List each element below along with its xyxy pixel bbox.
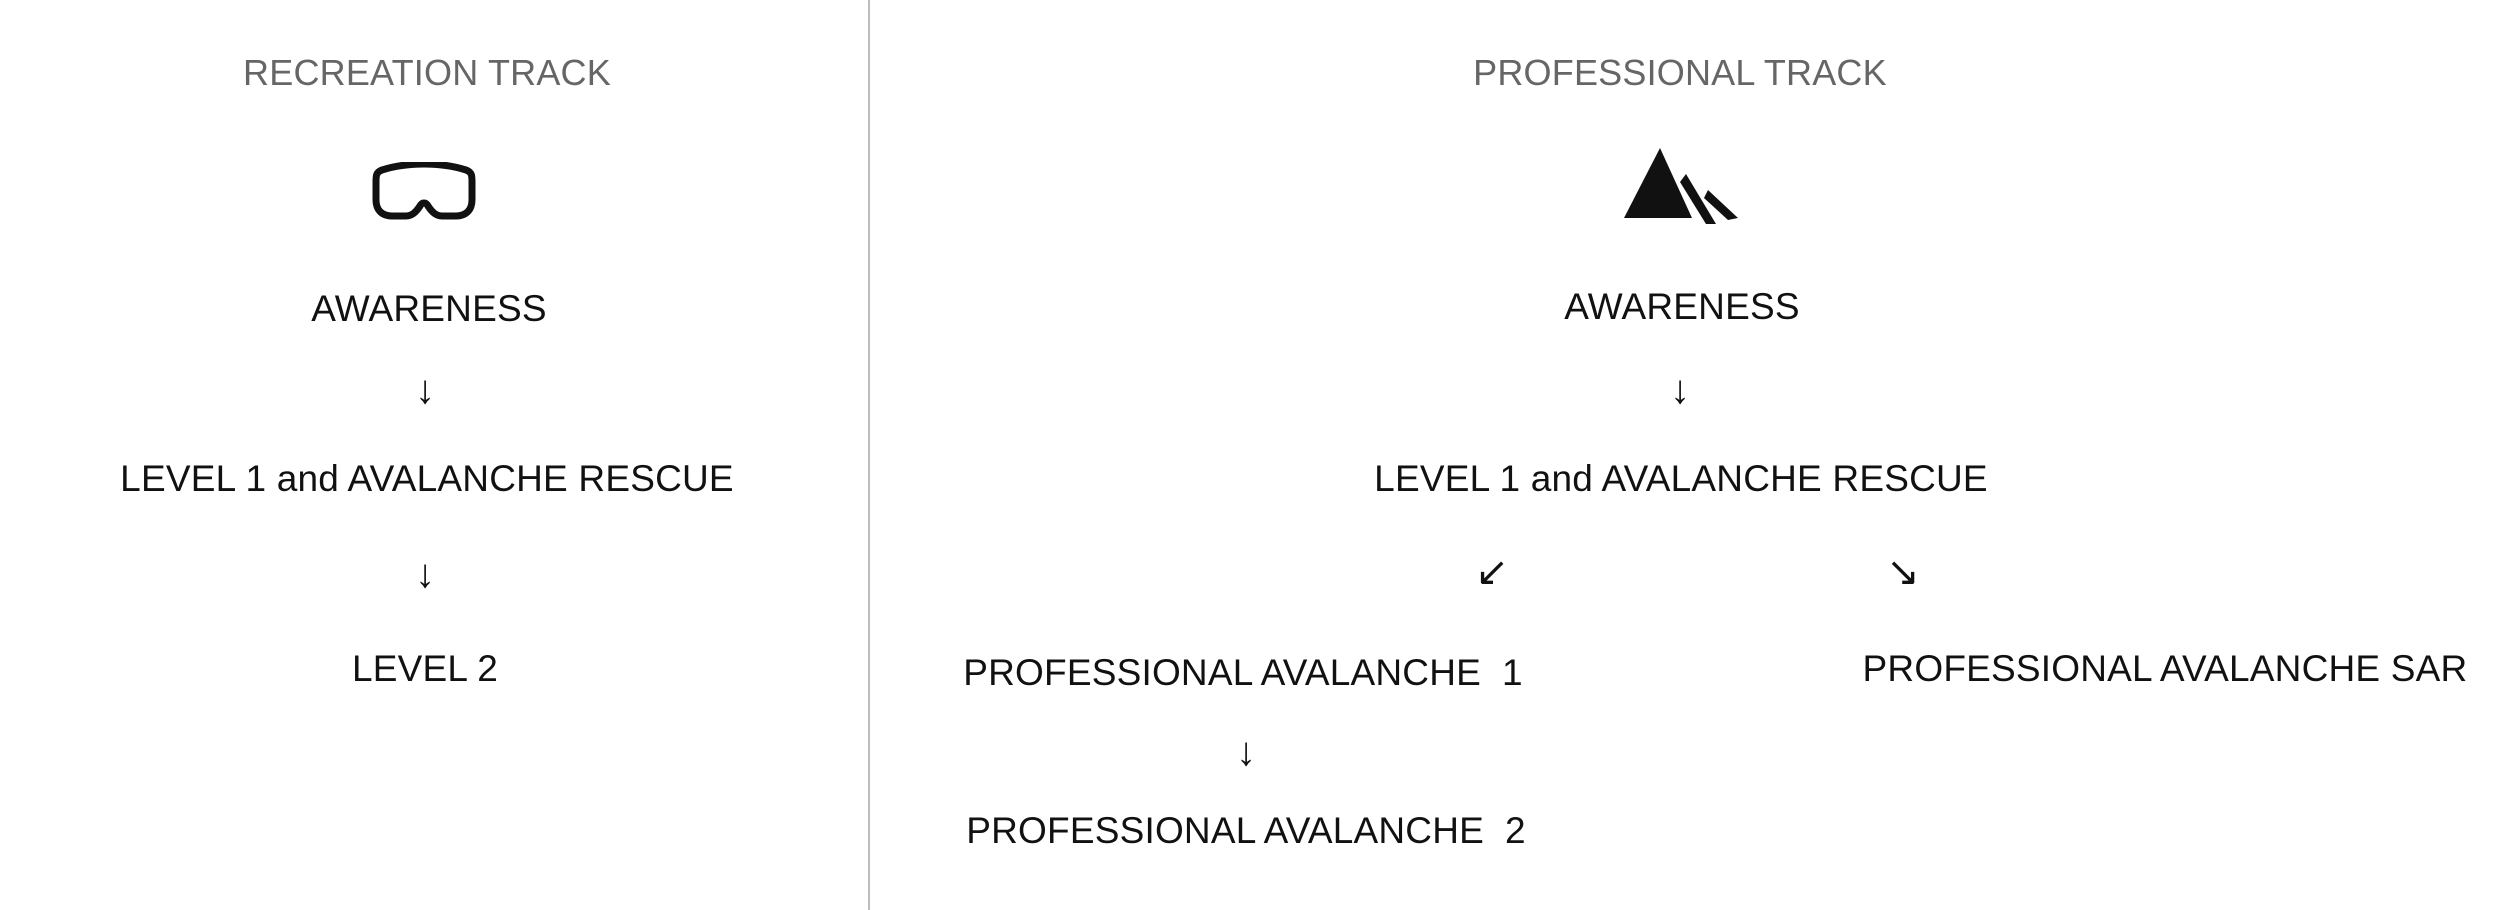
track-divider — [868, 0, 870, 910]
recreation-arrow-down-1: ↓ — [415, 368, 435, 412]
ski-goggles-icon — [372, 162, 476, 224]
recreation-step-level1: LEVEL 1 and AVALANCHE RESCUE — [120, 458, 734, 499]
recreation-track-heading: RECREATION TRACK — [243, 52, 611, 93]
mountain-peaks-icon — [1620, 144, 1740, 230]
professional-arrow-down-left: ↙ — [1475, 550, 1509, 594]
professional-arrow-down-right: ↘ — [1886, 550, 1920, 594]
professional-step-awareness: AWARENESS — [1564, 286, 1800, 327]
recreation-step-level2: LEVEL 2 — [351, 648, 499, 689]
professional-track-heading: PROFESSIONAL TRACK — [1473, 52, 1887, 93]
professional-step-level1: LEVEL 1 and AVALANCHE RESCUE — [1374, 458, 1988, 499]
professional-arrow-down-2: ↓ — [1236, 730, 1256, 774]
professional-step-pro1: PROFESSIONAL AVALANCHE 1 — [963, 652, 1523, 693]
professional-arrow-down-1: ↓ — [1670, 368, 1690, 412]
recreation-arrow-down-2: ↓ — [415, 552, 435, 596]
professional-step-sar: PROFESSIONAL AVALANCHE SAR — [1862, 648, 2468, 689]
recreation-step-awareness: AWARENESS — [311, 288, 547, 329]
professional-step-pro2: PROFESSIONAL AVALANCHE 2 — [966, 810, 1526, 851]
